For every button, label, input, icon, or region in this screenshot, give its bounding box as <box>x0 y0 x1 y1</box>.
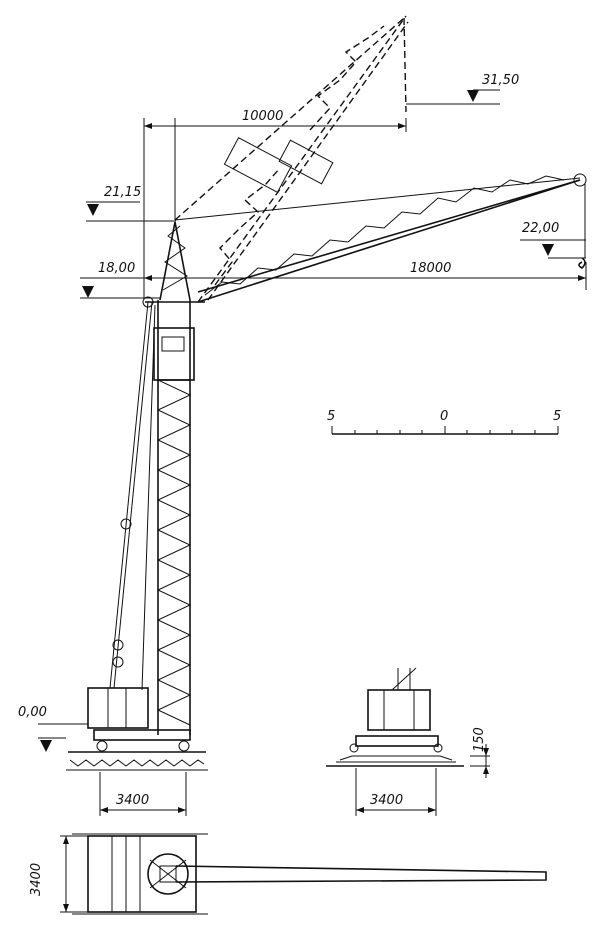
plan-view: 3400 <box>29 833 547 915</box>
level-top-hook-label: 31,50 <box>482 73 519 88</box>
scale-label-mid: 0 <box>440 409 448 424</box>
level-boom-end: 22,00 <box>520 221 586 259</box>
level-jib-root-label: 18,00 <box>98 261 135 276</box>
level-top-hook: 31,50 <box>406 73 519 105</box>
operator-cabin <box>153 327 195 381</box>
dim-base-side: 3400 <box>99 772 187 816</box>
dim-horizontal-reach-label: 18000 <box>410 261 451 276</box>
level-pivot: 21,15 <box>86 185 176 222</box>
dim-base-plan-label: 3400 <box>29 863 44 896</box>
dim-raised-reach-label: 10000 <box>242 109 283 124</box>
scale-label-right: 5 <box>553 409 561 424</box>
level-boom-end-label: 22,00 <box>522 221 559 236</box>
dim-foundation-label: 150 <box>472 727 487 752</box>
tower-head <box>145 221 205 303</box>
front-view: 3400 150 <box>326 667 490 816</box>
dim-base-front-label: 3400 <box>370 793 403 808</box>
hoist-rope <box>109 296 156 691</box>
boom-raised <box>174 15 409 303</box>
dim-horizontal-reach: 18000 <box>144 261 587 290</box>
counterweight <box>87 687 149 729</box>
boom-horizontal <box>174 173 587 303</box>
dim-base-side-label: 3400 <box>116 793 149 808</box>
scale-label-left: 5 <box>327 409 335 424</box>
level-pivot-label: 21,15 <box>104 185 141 200</box>
level-ground-label: 0,00 <box>18 705 47 720</box>
scale-bar: 5 0 5 <box>327 409 561 435</box>
dim-raised-reach: 10000 <box>143 109 407 298</box>
tower-mast <box>156 300 192 735</box>
level-jib-root: 18,00 <box>80 261 160 299</box>
undercarriage <box>66 729 208 771</box>
level-ground: 0,00 <box>18 705 88 752</box>
